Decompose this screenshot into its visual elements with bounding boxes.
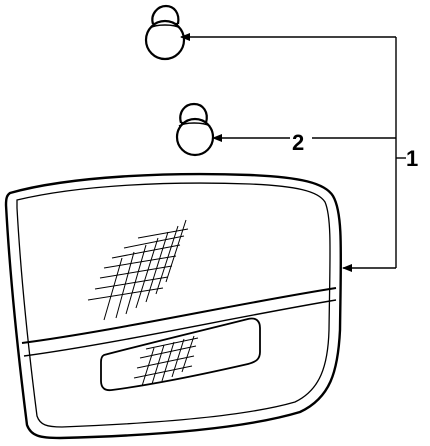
callout-2-label: 2 — [292, 130, 304, 155]
callout-1-label: 1 — [406, 146, 418, 171]
lower-bulb-icon — [175, 102, 215, 157]
leader-lines — [180, 33, 406, 272]
upper-bulb-icon — [144, 4, 186, 61]
lamp-housing-icon — [4, 172, 343, 440]
upper-lens-crosshatch — [87, 219, 189, 321]
lower-lens-crosshatch — [133, 335, 199, 387]
